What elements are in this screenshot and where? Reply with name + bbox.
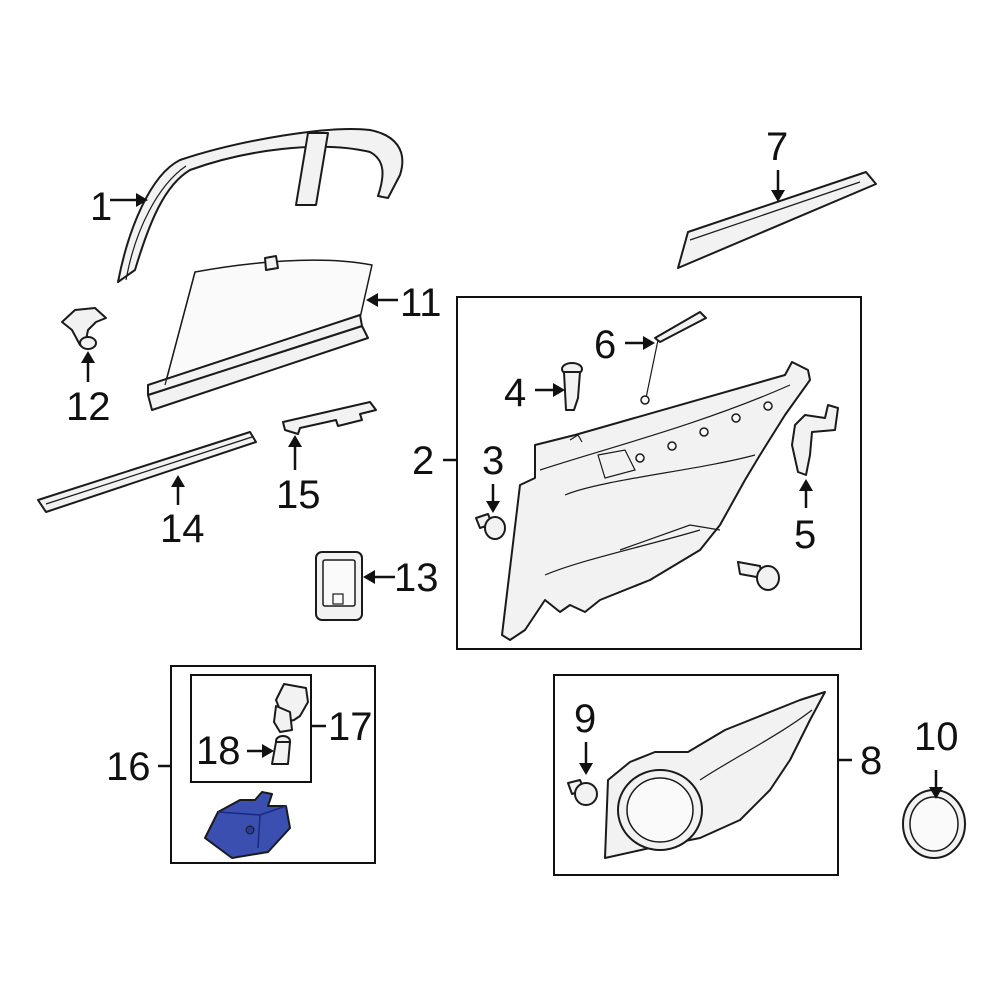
callout-9: 9 <box>574 697 596 741</box>
screw[interactable] <box>737 561 780 591</box>
part-5-bracket[interactable] <box>791 404 839 476</box>
part-4-sleeve[interactable] <box>561 362 583 411</box>
part-11-window-shade[interactable] <box>147 255 373 411</box>
callout-7: 7 <box>766 125 788 169</box>
speaker-trim-box <box>553 674 839 876</box>
callout-14: 14 <box>160 507 205 551</box>
part-17-socket[interactable] <box>273 683 309 733</box>
part-14-sill-trim[interactable] <box>37 431 257 513</box>
callout-2: 2 <box>412 439 434 483</box>
part-18-bulb[interactable] <box>271 735 291 765</box>
part-8-speaker-trim[interactable] <box>604 691 826 859</box>
part-1-window-molding[interactable] <box>117 128 404 283</box>
leader-lines <box>81 170 943 799</box>
part-10-ring[interactable] <box>902 789 966 859</box>
part-13-window-switch[interactable] <box>315 551 363 621</box>
bulb-socket-box <box>190 674 312 783</box>
callout-4: 4 <box>504 371 526 415</box>
part-16-courtesy-lamp[interactable] <box>204 791 291 859</box>
door-panel-box <box>456 296 862 650</box>
lamp-box <box>170 665 376 864</box>
callout-5: 5 <box>794 513 816 557</box>
callout-1: 1 <box>90 185 112 229</box>
callout-10: 10 <box>914 715 959 759</box>
part-6-rod[interactable] <box>640 311 707 405</box>
callout-15: 15 <box>276 473 321 517</box>
callout-18: 18 <box>196 729 241 773</box>
part-3-fastener[interactable] <box>475 513 506 540</box>
part-12-clip[interactable] <box>61 307 107 350</box>
callout-12: 12 <box>66 385 111 429</box>
part-15-bracket[interactable] <box>282 401 377 435</box>
callout-3: 3 <box>482 439 504 483</box>
part-2-door-trim-panel[interactable] <box>501 361 811 641</box>
callout-17: 17 <box>328 705 373 749</box>
part-7-belt-molding[interactable] <box>677 171 877 269</box>
callout-8: 8 <box>860 739 882 783</box>
callout-13: 13 <box>394 556 439 600</box>
callout-labels: 1 2 3 4 5 6 7 8 9 10 11 12 13 14 15 16 1… <box>66 125 959 789</box>
callout-6: 6 <box>594 323 616 367</box>
part-9-push-pin[interactable] <box>567 779 598 806</box>
callout-11: 11 <box>400 281 442 325</box>
callout-16: 16 <box>106 745 151 789</box>
